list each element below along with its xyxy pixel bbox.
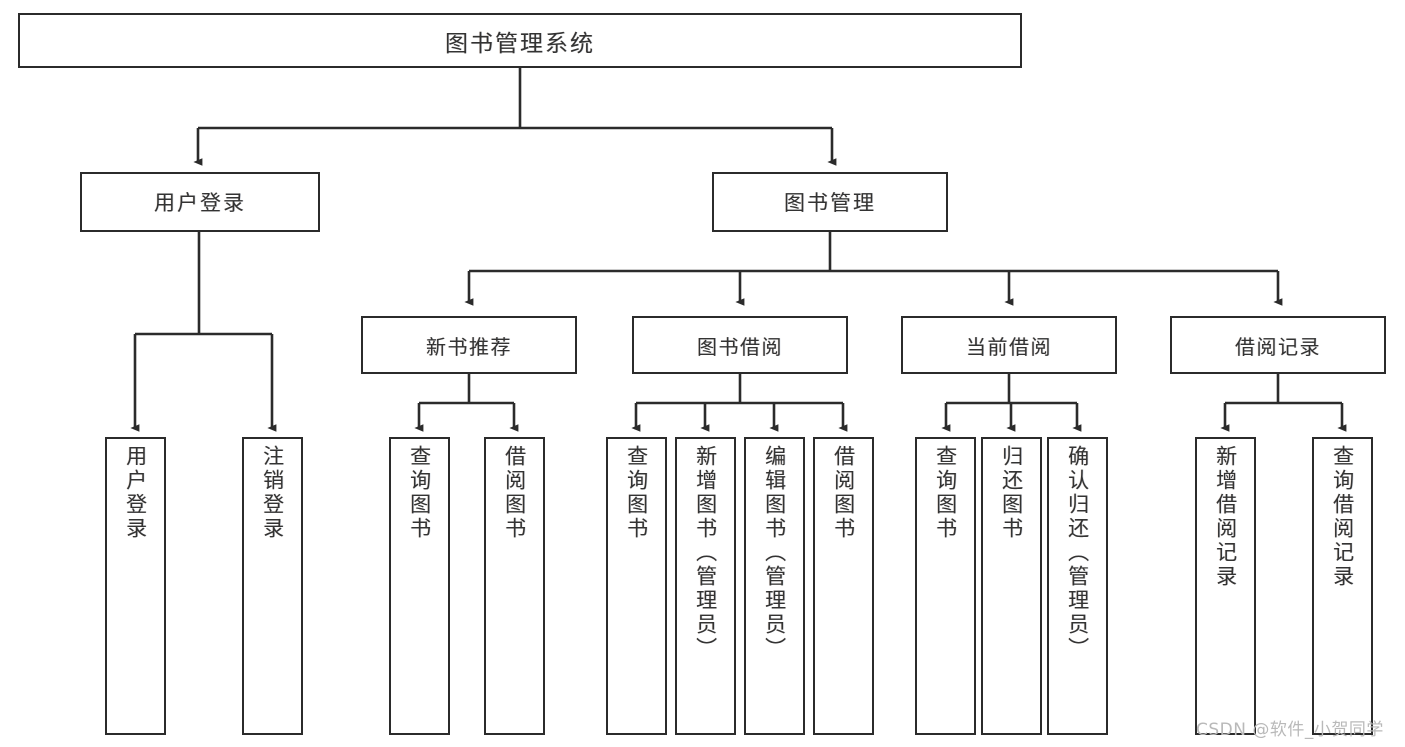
leaf-borrow-book-2-label: 借阅图书 [831, 445, 856, 541]
leaf-borrow-book-1[interactable]: 借阅图书 [484, 437, 545, 735]
leaf-confirm-return-admin-label: 确认归还（管理员） [1065, 445, 1090, 661]
node-book-management-label: 图书管理 [784, 191, 876, 215]
node-book-borrow-label: 图书借阅 [697, 334, 783, 359]
leaf-query-book-2-label: 查询图书 [624, 445, 649, 541]
leaf-query-book-3-label: 查询图书 [933, 445, 958, 541]
leaf-query-book-1[interactable]: 查询图书 [389, 437, 450, 735]
node-current-borrow[interactable]: 当前借阅 [901, 316, 1117, 374]
node-user-login-label: 用户登录 [154, 191, 246, 215]
leaf-borrow-book-2[interactable]: 借阅图书 [813, 437, 874, 735]
leaf-add-book-admin-label: 新增图书（管理员） [693, 445, 718, 661]
node-borrow-record-label: 借阅记录 [1235, 334, 1321, 359]
leaf-logout-label: 注销登录 [260, 445, 285, 541]
leaf-add-book-admin[interactable]: 新增图书（管理员） [675, 437, 736, 735]
leaf-query-borrow-record-label: 查询借阅记录 [1330, 445, 1355, 589]
leaf-query-book-1-label: 查询图书 [407, 445, 432, 541]
leaf-add-borrow-record-label: 新增借阅记录 [1213, 445, 1238, 589]
leaf-query-borrow-record[interactable]: 查询借阅记录 [1312, 437, 1373, 735]
leaf-user-login-label: 用户登录 [123, 445, 148, 541]
leaf-user-login[interactable]: 用户登录 [105, 437, 166, 735]
node-root-label: 图书管理系统 [445, 30, 595, 57]
leaf-query-book-2[interactable]: 查询图书 [606, 437, 667, 735]
leaf-return-book-label: 归还图书 [999, 445, 1024, 541]
node-new-book-recommend-label: 新书推荐 [426, 334, 512, 359]
node-book-management[interactable]: 图书管理 [712, 172, 948, 232]
leaf-borrow-book-1-label: 借阅图书 [502, 445, 527, 541]
node-user-login[interactable]: 用户登录 [80, 172, 320, 232]
leaf-edit-book-admin[interactable]: 编辑图书（管理员） [744, 437, 805, 735]
leaf-add-borrow-record[interactable]: 新增借阅记录 [1195, 437, 1256, 735]
node-new-book-recommend[interactable]: 新书推荐 [361, 316, 577, 374]
leaf-return-book[interactable]: 归还图书 [981, 437, 1042, 735]
node-current-borrow-label: 当前借阅 [966, 334, 1052, 359]
leaf-logout[interactable]: 注销登录 [242, 437, 303, 735]
leaf-query-book-3[interactable]: 查询图书 [915, 437, 976, 735]
node-borrow-record[interactable]: 借阅记录 [1170, 316, 1386, 374]
watermark: CSDN @软件_小贺同学 [1196, 720, 1384, 740]
node-root[interactable]: 图书管理系统 [18, 13, 1022, 68]
node-book-borrow[interactable]: 图书借阅 [632, 316, 848, 374]
leaf-edit-book-admin-label: 编辑图书（管理员） [762, 445, 787, 661]
leaf-confirm-return-admin[interactable]: 确认归还（管理员） [1047, 437, 1108, 735]
